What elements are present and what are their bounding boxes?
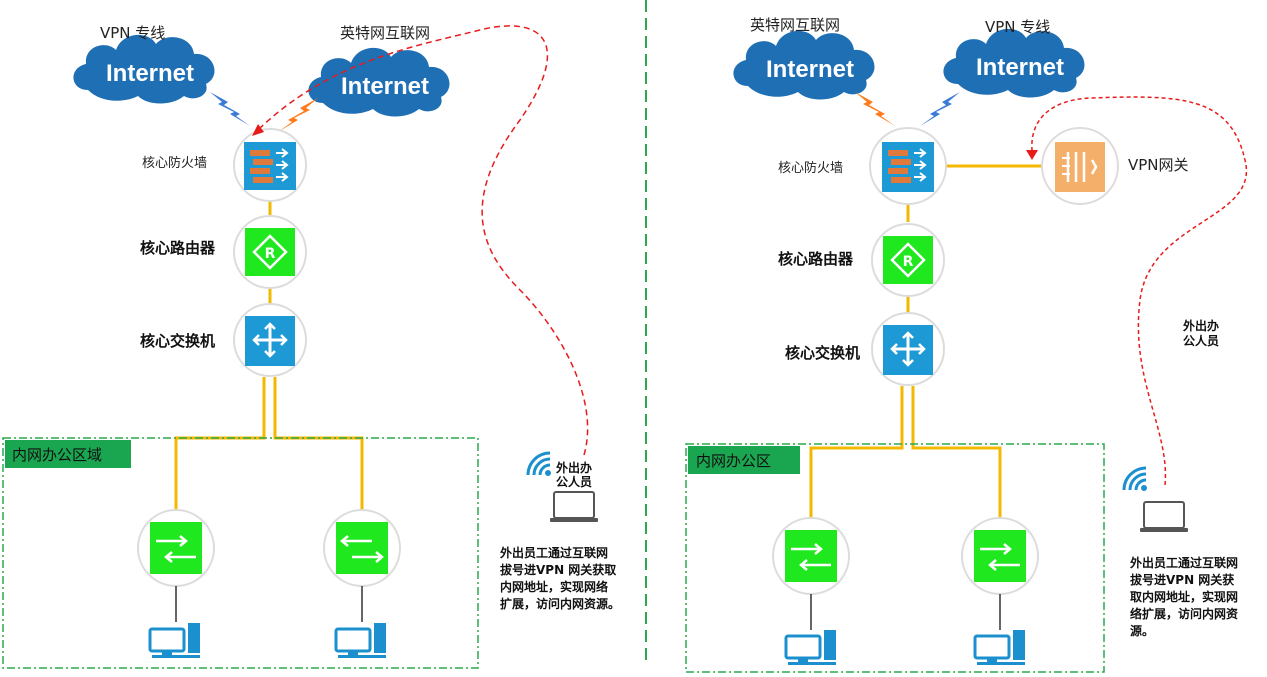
left-diagram: 内网办公区域 Internet Internet VPN 专线 英特网互联网 核… <box>2 24 620 669</box>
description-line: 拔号进VPN 网关获取 <box>500 562 616 577</box>
access-switch-icon <box>785 530 837 582</box>
lightning-icon <box>210 92 250 126</box>
description-line: 扩展，访问内网资源。 <box>500 596 620 611</box>
firewall-label: 核心防火墙 <box>142 155 207 171</box>
access-switch-icon <box>974 530 1026 582</box>
cloud-text: Internet <box>106 60 194 87</box>
zone-label: 内网办公区 <box>696 452 771 470</box>
switch-label: 核心交换机 <box>140 332 215 350</box>
lightning-icon <box>278 98 318 132</box>
wifi-icon <box>1122 466 1147 491</box>
remote-user-label: 公人员 <box>556 474 592 489</box>
cloud-text: Internet <box>766 56 854 83</box>
zone-label-bg <box>5 440 131 468</box>
firewall-icon <box>244 142 296 190</box>
description-line: 外出员工通过互联网 <box>1130 555 1238 570</box>
description-line: 源。 <box>1130 623 1154 638</box>
cloud2-label: VPN 专线 <box>985 18 1050 36</box>
link-switch-access2 <box>911 386 1002 523</box>
cloud-icon: Internet <box>73 34 215 104</box>
cloud-icon: Internet <box>308 47 450 117</box>
svg-text:R: R <box>903 254 914 270</box>
intranet-zone <box>685 443 1105 673</box>
vpn-gateway-icon <box>1055 142 1105 192</box>
cloud1-label: 英特网互联网 <box>750 16 840 34</box>
vpn-gateway-label: VPN网关 <box>1128 156 1189 174</box>
link-switch-access1 <box>174 377 266 515</box>
cloud-icon: Internet <box>943 28 1085 98</box>
description-line: 拔号进VPN 网关获 <box>1130 572 1234 587</box>
remote-user-label: 外出办 <box>556 460 592 475</box>
router-label: 核心路由器 <box>778 250 854 268</box>
right-diagram: 内网办公区 Internet Internet 英特网互联网 VPN 专线 核心… <box>685 16 1248 673</box>
description-line: 取内网地址，实现网 <box>1130 589 1238 604</box>
router-icon: R <box>883 236 933 284</box>
pc-icon <box>784 630 836 665</box>
access-switch-icon <box>150 522 202 574</box>
cloud2-label: 英特网互联网 <box>340 24 430 42</box>
laptop-icon <box>550 491 598 522</box>
wifi-icon <box>526 451 551 476</box>
description-line: 内网地址，实现网络 <box>500 579 608 594</box>
switch-icon <box>883 325 933 375</box>
zone-label-bg <box>688 446 800 474</box>
link-switch-access2 <box>273 377 364 515</box>
pc-icon <box>148 623 200 658</box>
cloud-icon: Internet <box>733 30 875 100</box>
access-switch-icon <box>336 522 388 574</box>
description-line: 外出员工通过互联网 <box>500 545 608 560</box>
router-icon: R <box>245 228 295 276</box>
remote-user-label: 外出办 <box>1183 318 1219 333</box>
remote-user-label: 公人员 <box>1183 333 1219 348</box>
router-label: 核心路由器 <box>140 239 216 257</box>
cloud-text: Internet <box>976 54 1064 81</box>
firewall-icon <box>882 142 934 192</box>
laptop-icon <box>1140 501 1188 532</box>
switch-icon <box>245 316 295 366</box>
pc-icon <box>334 623 386 658</box>
switch-label: 核心交换机 <box>785 344 860 362</box>
vpn-path <box>257 25 589 456</box>
cloud1-label: VPN 专线 <box>100 24 165 42</box>
description-line: 络扩展，访问内网资 <box>1130 606 1238 621</box>
vpn-path <box>1031 96 1248 486</box>
firewall-label: 核心防火墙 <box>778 160 843 176</box>
link-switch-access1 <box>809 386 904 523</box>
svg-text:R: R <box>265 246 276 262</box>
lightning-icon <box>920 92 960 126</box>
zone-label: 内网办公区域 <box>12 446 102 464</box>
cloud-text: Internet <box>341 73 429 100</box>
pc-icon <box>973 630 1025 665</box>
lightning-icon <box>855 92 895 126</box>
intranet-zone <box>2 437 479 669</box>
